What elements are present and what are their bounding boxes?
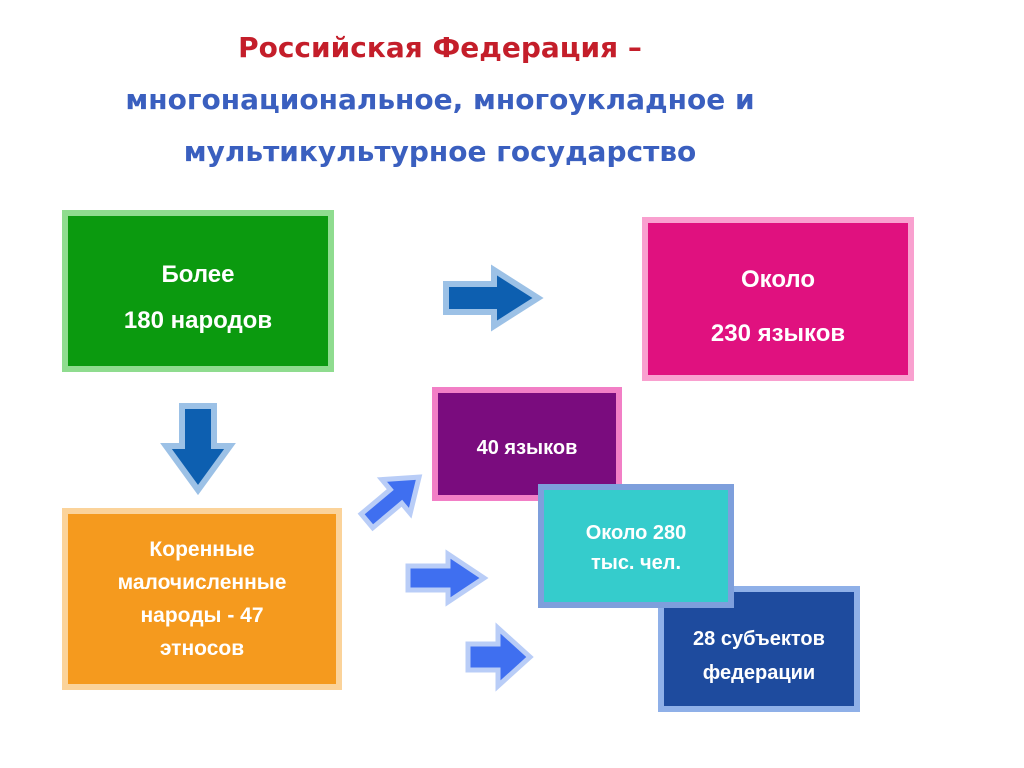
population-line-2: тыс. чел. xyxy=(590,552,682,574)
peoples-box: Более 180 народов xyxy=(62,210,334,372)
languages-box: Около 230 языков xyxy=(642,217,914,381)
subjects-line-1: 28 субъектов xyxy=(693,628,825,650)
indigenous-line-2: малочисленные xyxy=(117,571,287,594)
slide-title: Российская Федерация – многонациональное… xyxy=(60,22,820,178)
title-line-2: многонациональное, многоукладное и xyxy=(125,83,755,116)
title-line-3: мультикультурное государство xyxy=(183,135,697,168)
indigenous-line-1: Коренные xyxy=(149,538,255,561)
diagonal-arrow-icon xyxy=(357,474,423,532)
indigenous-peoples-box: Коренные малочисленные народы - 47 этнос… xyxy=(62,508,342,690)
right-arrow-lower-icon xyxy=(465,622,534,692)
languages-line-1: Около xyxy=(740,266,815,293)
languages-line-2: 230 языков xyxy=(710,320,846,347)
languages-40-box: 40 языков xyxy=(432,387,622,501)
title-line-1: Российская Федерация – xyxy=(60,22,820,74)
down-arrow-icon xyxy=(160,403,236,496)
right-arrow-icon xyxy=(443,264,544,332)
population-line-1: Около 280 xyxy=(585,522,687,544)
peoples-line-2: 180 народов xyxy=(123,307,273,334)
subjects-line-2: федерации xyxy=(702,662,816,684)
peoples-line-1: Более xyxy=(161,261,235,288)
population-280-box: Около 280 тыс. чел. xyxy=(538,484,734,608)
indigenous-line-3: народы - 47 xyxy=(140,604,264,627)
indigenous-line-4: этносов xyxy=(159,637,245,660)
right-arrow-middle-icon xyxy=(405,549,489,607)
languages-40-text: 40 языков xyxy=(476,437,578,459)
title-dash: – xyxy=(618,31,642,64)
title-country: Российская Федерация xyxy=(238,31,619,64)
